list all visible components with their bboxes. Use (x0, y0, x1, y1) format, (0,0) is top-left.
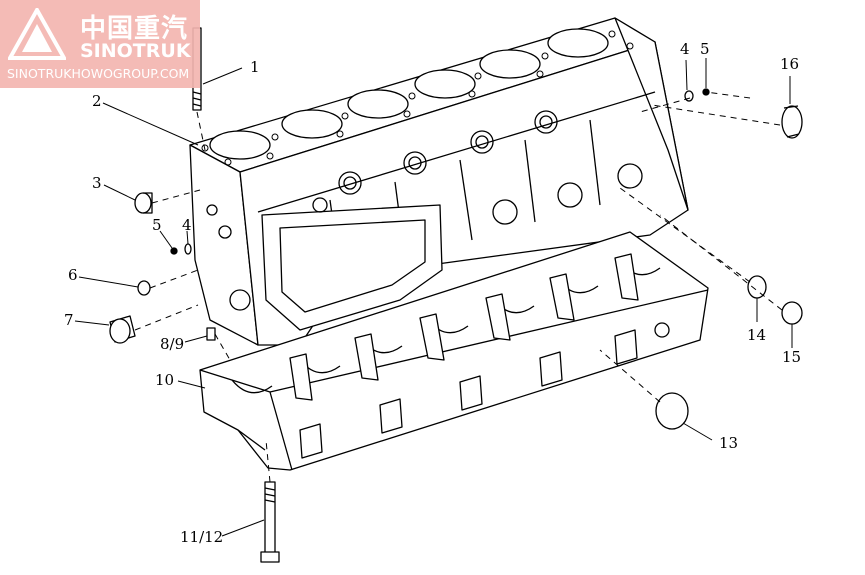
callout-3: 3 (92, 174, 102, 192)
callout-4-right: 4 (680, 40, 690, 58)
brand-website: SINOTRUKHOWOGROUP.COM (7, 66, 190, 81)
crankcase (199, 231, 709, 471)
leader-lines (74, 58, 793, 537)
small-parts-left (170, 243, 192, 255)
plug-15 (781, 301, 803, 325)
callout-7: 7 (64, 311, 74, 329)
callout-13: 13 (719, 434, 739, 452)
main-bearing-bolt (260, 481, 280, 563)
callout-5-right: 5 (700, 40, 710, 58)
callout-14: 14 (747, 326, 767, 344)
plug-14 (747, 275, 767, 299)
callout-5-left: 5 (152, 216, 162, 234)
callout-2: 2 (92, 92, 102, 110)
plug-6 (137, 280, 151, 296)
assembly-lines (134, 91, 783, 483)
callout-8-9: 8/9 (160, 335, 185, 353)
brand-english-name: SINOTRUK (80, 40, 191, 62)
callout-6: 6 (68, 266, 78, 284)
plug-16 (781, 105, 803, 139)
side-ports (206, 110, 643, 311)
callout-4-left: 4 (182, 216, 192, 234)
cylinder-sleeve-7 (109, 315, 136, 344)
plug-3 (134, 192, 153, 214)
sinotruk-logo-icon (8, 8, 66, 60)
callout-1: 1 (250, 58, 260, 76)
brand-watermark: 中国重汽 SINOTRUK SINOTRUKHOWOGROUP.COM (0, 0, 200, 88)
callout-16: 16 (780, 55, 800, 73)
bolt-holes (201, 30, 634, 166)
plug-13 (655, 392, 689, 430)
brand-chinese-name: 中国重汽 (80, 14, 189, 44)
callout-10: 10 (155, 371, 175, 389)
callout-15: 15 (782, 348, 802, 366)
cylinder-bores (209, 28, 609, 160)
small-parts-right (684, 88, 710, 102)
dowel-pin-8-9 (206, 327, 216, 341)
callout-11-12: 11/12 (180, 528, 224, 546)
